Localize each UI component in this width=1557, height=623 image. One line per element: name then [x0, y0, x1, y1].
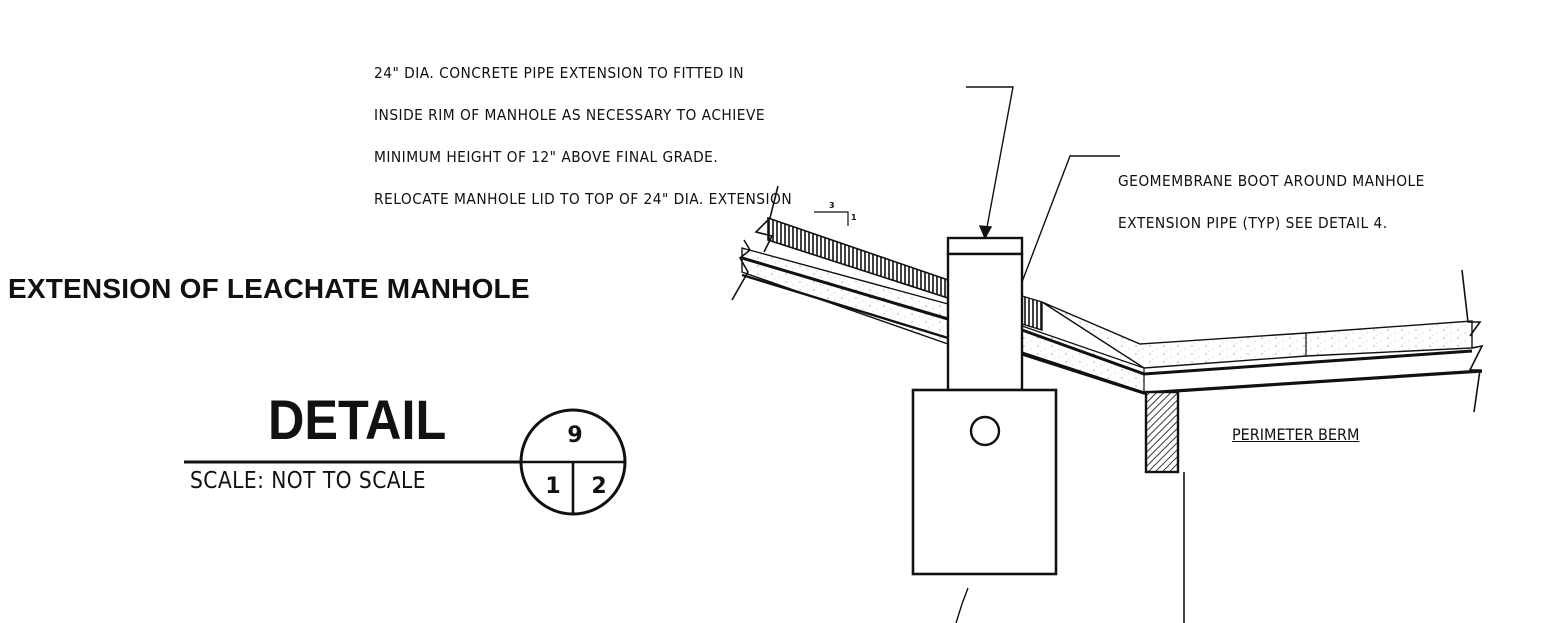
- right-slope: [1021, 269, 1484, 413]
- boot-note-line-2: EXTENSION PIPE (TYP) SEE DETAIL 4.: [1118, 214, 1388, 232]
- detail-label: DETAIL: [268, 388, 447, 451]
- extension-note-line-1: 24" DIA. CONCRETE PIPE EXTENSION TO FITT…: [374, 64, 745, 82]
- extension-note-line-3: MINIMUM HEIGHT OF 12" ABOVE FINAL GRADE.: [374, 148, 719, 166]
- liner-line-left: [741, 273, 949, 340]
- boot-note-line-1: GEOMEMBRANE BOOT AROUND MANHOLE: [1118, 172, 1425, 190]
- berm-post: [1144, 390, 1185, 623]
- extension-note-leader: [966, 86, 1014, 239]
- boot-note-leader: [1021, 155, 1120, 283]
- left-slope: [731, 185, 949, 345]
- manhole-lid: [946, 236, 1024, 256]
- slope-indicator: [814, 211, 849, 226]
- extension-pipe-note: 24" DIA. CONCRETE PIPE EXTENSION TO FITT…: [374, 38, 792, 220]
- extension-leader-arrowhead: [978, 225, 993, 240]
- break-line-bottom: [955, 587, 969, 623]
- break-line-left-top: [754, 185, 779, 253]
- break-line-left-bottom: [731, 239, 752, 301]
- leader-lines: [966, 86, 1120, 283]
- detail-block-graphics: [184, 408, 627, 516]
- liner-line-right: [1021, 352, 1483, 395]
- manhole-pipe-opening: [969, 415, 1001, 447]
- perimeter-berm-label: PERIMETER BERM: [1232, 425, 1360, 444]
- geomembrane-line-left: [741, 256, 949, 321]
- sheet-number-left: 1: [545, 474, 561, 499]
- drawing-title: EXTENSION OF LEACHATE MANHOLE: [8, 273, 530, 304]
- geomembrane-line-right: [1021, 328, 1473, 376]
- slope-run-label: 3: [829, 201, 835, 210]
- extension-note-line-2: INSIDE RIM OF MANHOLE AS NECESSARY TO AC…: [374, 106, 766, 124]
- manhole-assembly: [911, 236, 1058, 623]
- break-line-right-bottom: [1468, 344, 1484, 413]
- slope-rise-label: 1: [851, 213, 857, 222]
- drainage-layer-hatch-right: [1021, 295, 1043, 331]
- sheet-number-right: 2: [591, 474, 607, 499]
- extension-note-line-4: RELOCATE MANHOLE LID TO TOP OF 24" DIA. …: [374, 190, 793, 208]
- break-line-right-top: [1461, 269, 1482, 337]
- scale-note: SCALE: NOT TO SCALE: [190, 468, 426, 494]
- detail-number: 9: [567, 423, 583, 448]
- berm-post-hatch: [1144, 390, 1180, 474]
- extension-pipe: [946, 252, 1024, 392]
- geomembrane-boot-note: GEOMEMBRANE BOOT AROUND MANHOLE EXTENSIO…: [1118, 146, 1425, 244]
